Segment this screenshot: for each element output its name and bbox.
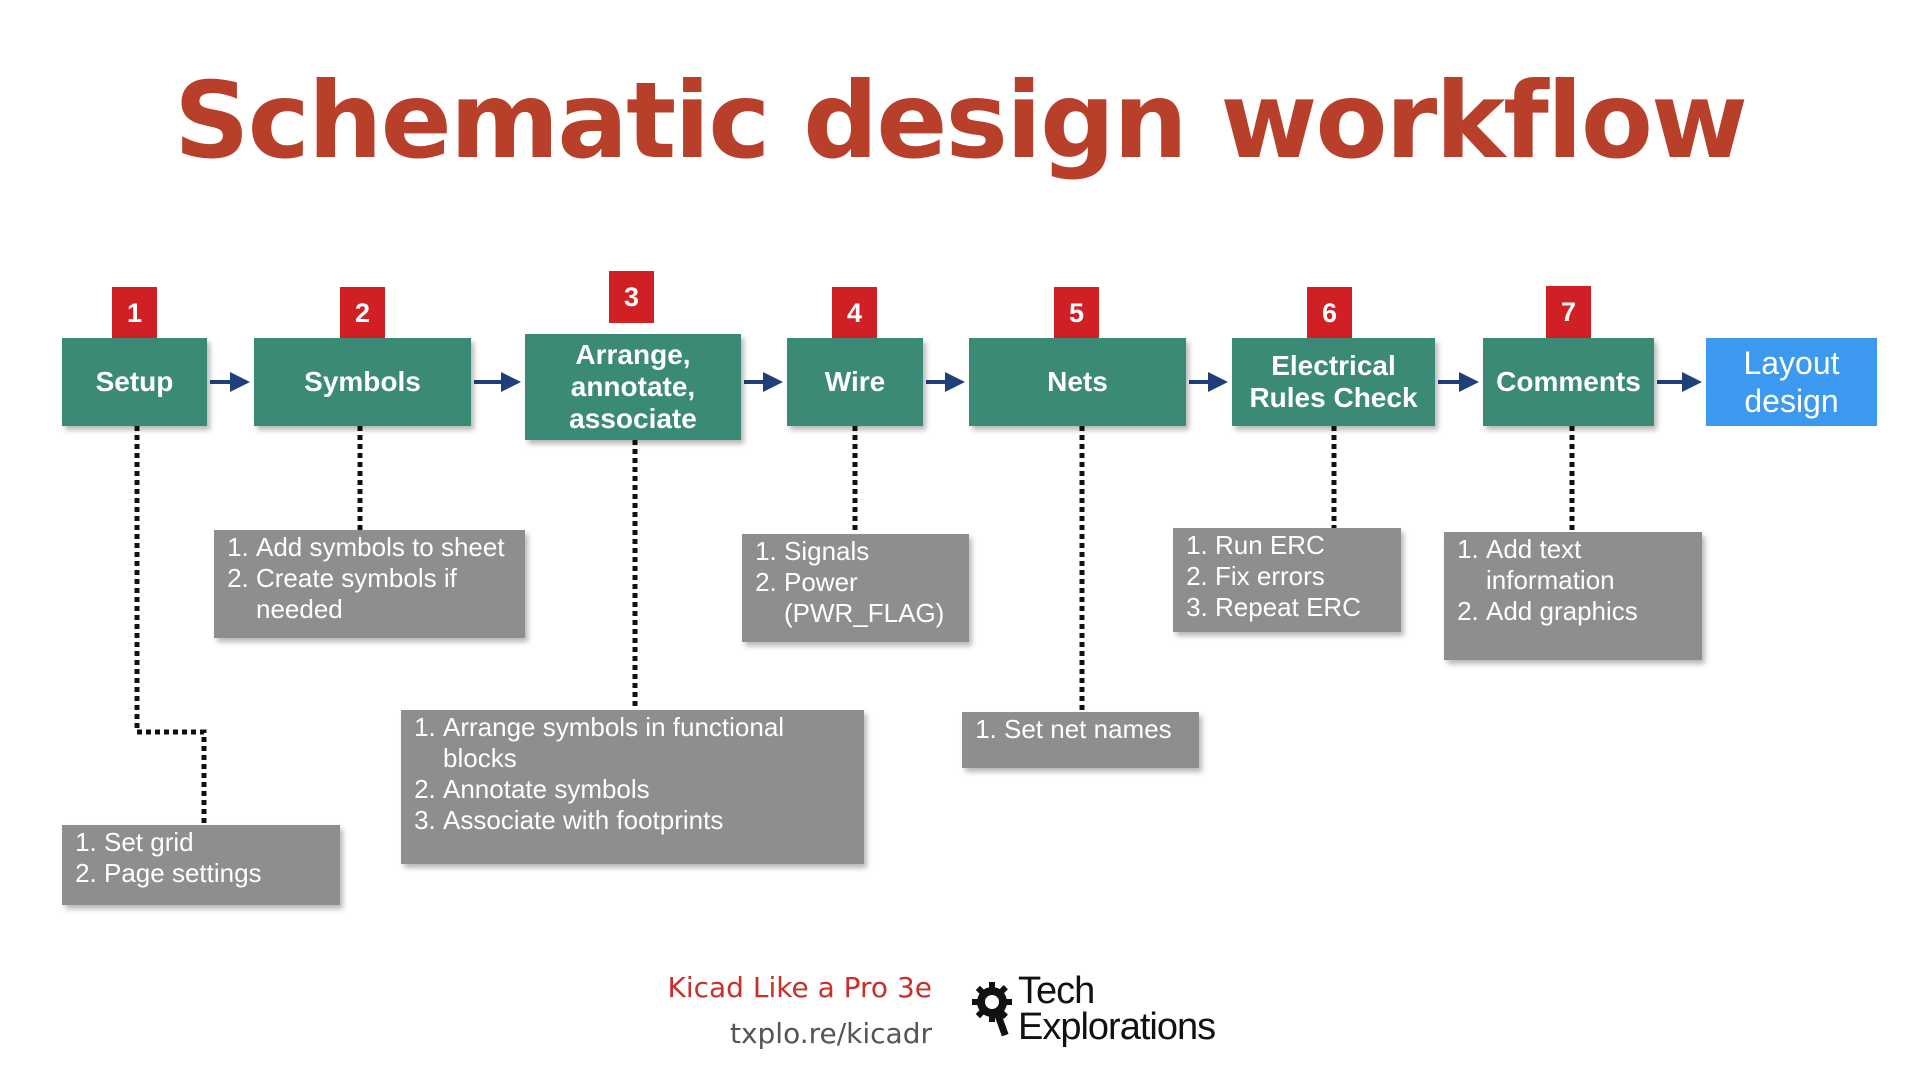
step-2-note-item-2: Create symbols if needed	[256, 563, 521, 625]
step-4-number-badge: 4	[832, 287, 877, 339]
footer-url: txplo.re/kicadr	[729, 1017, 932, 1050]
footer-course-title: Kicad Like a Pro 3e	[667, 971, 932, 1004]
step-4-notes: SignalsPower (PWR_FLAG)	[742, 534, 969, 642]
logo-text-tech: Tech	[1018, 970, 1095, 1012]
step-1-note-item-1: Set grid	[104, 827, 336, 858]
step-5-note-item-1: Set net names	[1004, 714, 1195, 745]
step-4-note-item-2: Power (PWR_FLAG)	[784, 567, 965, 629]
step-1-number-badge: 1	[112, 287, 157, 339]
gear-magnifier-icon	[972, 982, 1012, 1037]
step-4-note-item-1: Signals	[784, 536, 965, 567]
step-3-box: Arrange, annotate, associate	[525, 334, 741, 440]
step-2-note-item-1: Add symbols to sheet	[256, 532, 521, 563]
step-1-box: Setup	[62, 338, 207, 426]
step-1-notes: Set gridPage settings	[62, 825, 340, 905]
step-6-note-item-3: Repeat ERC	[1215, 592, 1397, 623]
step-6-number-badge: 6	[1307, 287, 1352, 339]
step-7-note-item-1: Add text information	[1486, 534, 1698, 596]
step-3-number-badge: 3	[609, 271, 654, 323]
step-6-notes: Run ERCFix errorsRepeat ERC	[1173, 528, 1401, 632]
step-2-notes: Add symbols to sheetCreate symbols if ne…	[214, 530, 525, 638]
step-5-notes: Set net names	[962, 712, 1199, 768]
step-5-box: Nets	[969, 338, 1186, 426]
step-7-number-badge: 7	[1546, 286, 1591, 338]
step-6-box: Electrical Rules Check	[1232, 338, 1435, 426]
step-layout-design: Layout design	[1706, 338, 1877, 426]
step-5-number-badge: 5	[1054, 287, 1099, 339]
note-leader-lines	[134, 426, 1575, 825]
step-2-box: Symbols	[254, 338, 471, 426]
step-3-note-item-1: Arrange symbols in functional blocks	[443, 712, 860, 774]
step-3-note-item-2: Annotate symbols	[443, 774, 860, 805]
page-title: Schematic design workflow	[174, 60, 1748, 182]
step-7-note-item-2: Add graphics	[1486, 596, 1698, 627]
step-1-leader-line	[134, 426, 207, 825]
step-7-notes: Add text informationAdd graphics	[1444, 532, 1702, 660]
step-6-note-item-1: Run ERC	[1215, 530, 1397, 561]
step-3-notes: Arrange symbols in functional blocksAnno…	[401, 710, 864, 864]
step-1-note-item-2: Page settings	[104, 858, 336, 889]
step-2-number-badge: 2	[340, 287, 385, 339]
step-3-note-item-3: Associate with footprints	[443, 805, 860, 836]
step-4-box: Wire	[787, 338, 923, 426]
logo-text-explorations: Explorations	[1018, 1006, 1216, 1048]
tech-explorations-logo: Tech Explorations	[970, 972, 1250, 1048]
step-6-note-item-2: Fix errors	[1215, 561, 1397, 592]
step-7-box: Comments	[1483, 338, 1654, 426]
